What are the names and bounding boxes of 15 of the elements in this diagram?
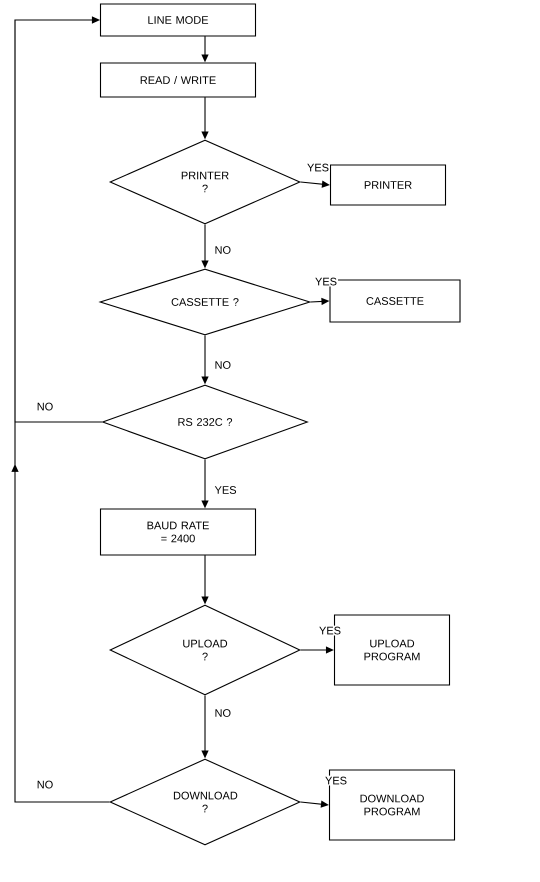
edge-label: NO xyxy=(214,360,232,370)
edge-label: NO xyxy=(36,780,54,790)
arrow xyxy=(11,16,110,803)
edge-label: YES xyxy=(306,162,330,172)
edge-label: YES xyxy=(324,776,348,786)
edge-label: YES xyxy=(314,276,338,286)
edge-label: NO xyxy=(36,402,54,412)
edge-label: NO xyxy=(214,708,232,718)
process-box: BAUD RATE = 2400 xyxy=(100,508,256,556)
process-box: PRINTER xyxy=(330,164,446,206)
process-box: READ / WRITE xyxy=(100,62,256,98)
edge-label: YES xyxy=(318,626,342,636)
edge-label: YES xyxy=(214,485,238,495)
edge-label: NO xyxy=(214,245,232,255)
process-box: LINE MODE xyxy=(100,3,256,37)
